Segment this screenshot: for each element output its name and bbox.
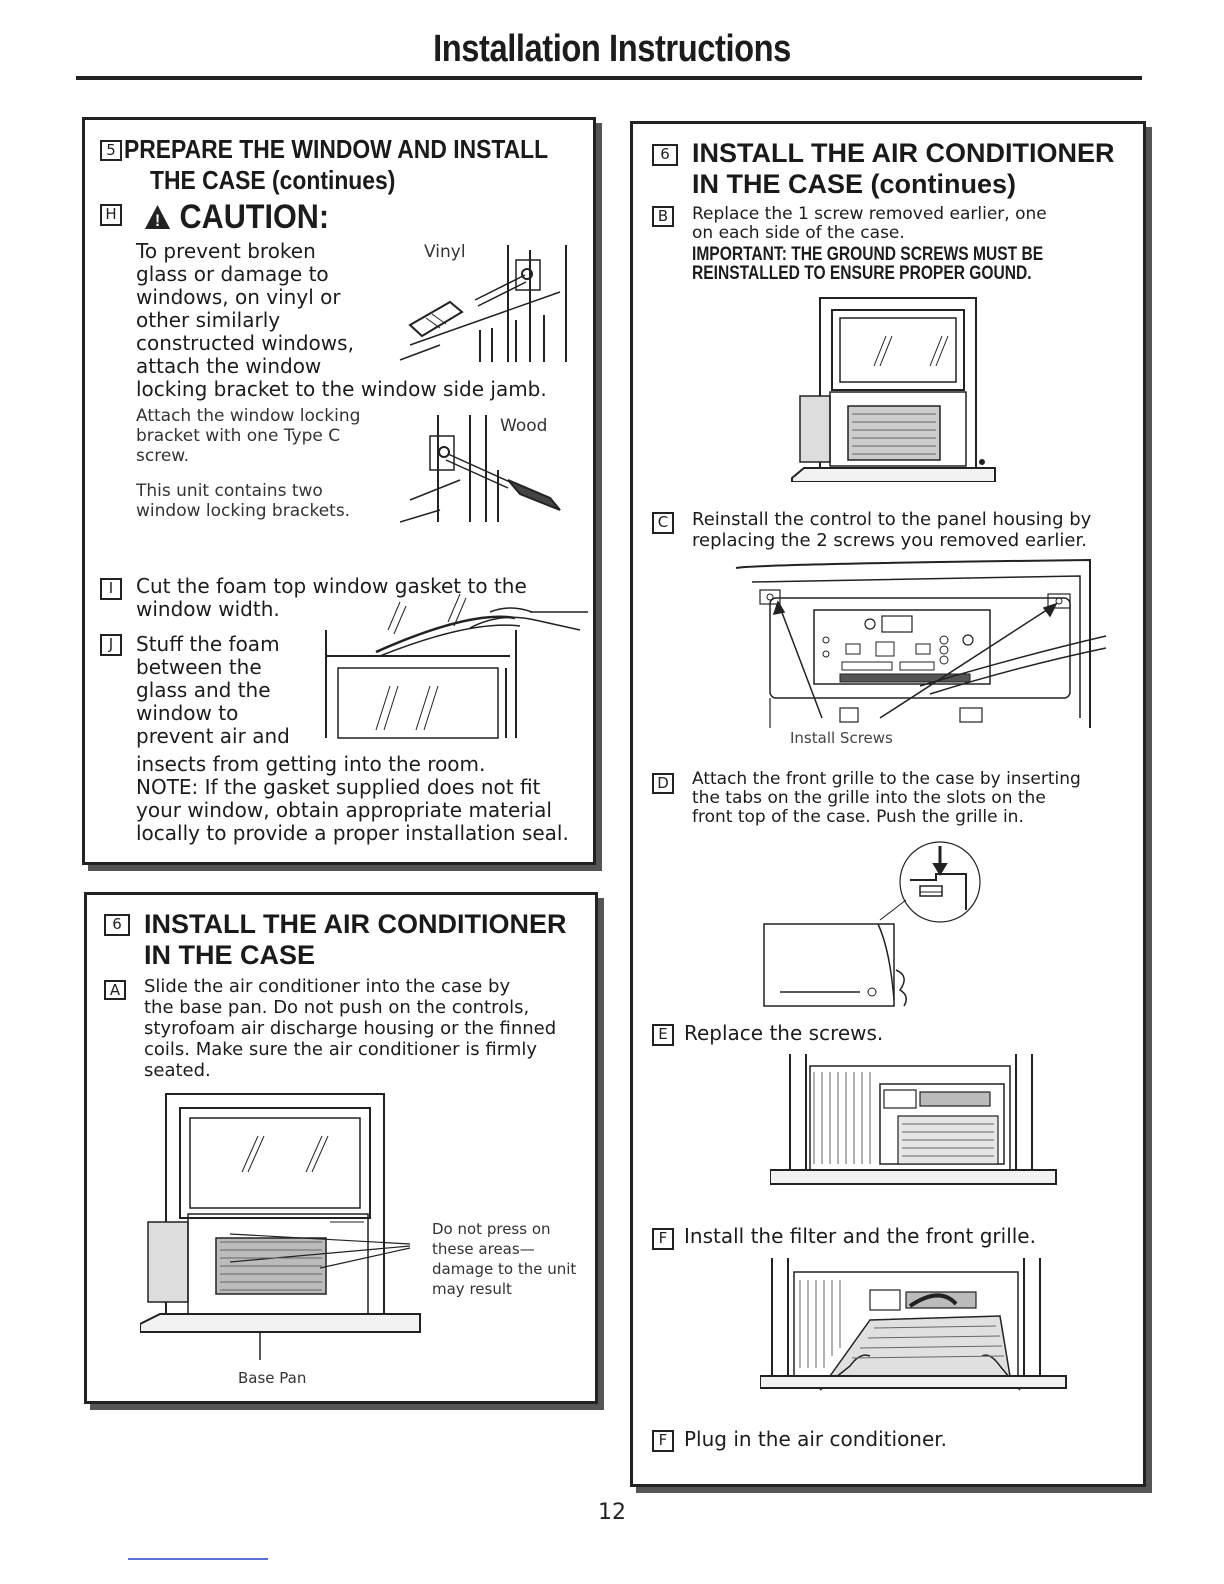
step-i-text: Cut the foam top window gasket to the wi… (136, 574, 527, 621)
vinyl-window-bracket-illustration (399, 245, 567, 362)
step-letter-badge: F (652, 1430, 674, 1452)
step-letter-badge: E (652, 1024, 674, 1046)
step-number-badge: 6 (104, 914, 130, 936)
bottom-link-underline (128, 1558, 268, 1560)
step-f-plug-text: Plug in the air conditioner. (684, 1427, 948, 1451)
section-heading-continued: THE CASE (continues) (150, 165, 396, 195)
step-letter-badge: J (100, 634, 122, 656)
case-screws-illustration (791, 297, 996, 482)
section-heading: INSTALL THE AIR CONDITIONER IN THE CASE (144, 909, 567, 970)
step-b-text: Replace the 1 screw removed earlier, one… (692, 204, 1047, 243)
control-panel-housing-illustration (735, 558, 1107, 728)
step-letter-badge: C (652, 512, 674, 534)
brackets-contained-text: This unit contains two window locking br… (136, 481, 351, 521)
step-letter-badge: A (104, 980, 126, 1000)
step-f-filter-text: Install the filter and the front grille. (684, 1224, 1036, 1248)
install-screws-label: Install Screws (790, 729, 893, 747)
vinyl-label: Vinyl (424, 242, 466, 262)
install-case-panel (84, 892, 598, 1404)
step-j-text-full-line: insects from getting into the room. (136, 752, 486, 776)
do-not-press-callout: Do not press on these areas— damage to t… (432, 1220, 577, 1298)
step-d-text: Attach the front grille to the case by i… (692, 769, 1081, 827)
wood-label: Wood (500, 416, 548, 436)
caution-text: To prevent broken glass or damage to win… (136, 239, 354, 378)
foam-gasket-illustration (325, 593, 588, 739)
caution-text-full-line: locking bracket to the window side jamb. (136, 377, 547, 401)
step-letter-badge: F (652, 1228, 674, 1250)
title-rule (76, 76, 1142, 80)
warning-triangle-icon: ! (144, 205, 171, 230)
page-title: Installation Instructions (433, 28, 791, 70)
install-case-continued-panel (630, 121, 1146, 1487)
prepare-window-panel (82, 117, 596, 865)
step-number-badge: 5 (100, 140, 122, 161)
section-heading: PREPARE THE WINDOW AND INSTALL (124, 134, 549, 164)
gasket-note: NOTE: If the gasket supplied does not fi… (136, 775, 569, 845)
step-a-text: Slide the air conditioner into the case … (144, 976, 557, 1081)
step-j-text: Stuff the foam between the glass and the… (136, 632, 290, 748)
svg-text:!: ! (155, 211, 160, 230)
base-pan-label: Base Pan (238, 1369, 307, 1387)
step-letter-badge: I (100, 578, 122, 600)
step-letter-badge: H (100, 204, 122, 226)
install-filter-grille-illustration (760, 1258, 1067, 1391)
page-number: 12 (598, 1500, 626, 1525)
step-number-badge: 6 (652, 144, 678, 166)
wood-window-bracket-illustration (400, 415, 561, 523)
step-letter-badge: B (652, 206, 674, 227)
step-c-text: Reinstall the control to the panel housi… (692, 509, 1092, 551)
step-letter-badge: D (652, 773, 674, 794)
step-e-text: Replace the screws. (684, 1021, 884, 1045)
air-conditioner-in-case-illustration (140, 1093, 421, 1360)
ground-screw-warning: IMPORTANT: THE GROUND SCREWS MUST BE REI… (692, 244, 1044, 284)
replace-screws-illustration (770, 1054, 1057, 1185)
section-heading: INSTALL THE AIR CONDITIONER IN THE CASE … (692, 138, 1115, 199)
front-grille-tabs-illustration (763, 841, 981, 1007)
attach-bracket-text: Attach the window locking bracket with o… (136, 406, 361, 466)
caution-heading: ! CAUTION: (144, 199, 329, 235)
